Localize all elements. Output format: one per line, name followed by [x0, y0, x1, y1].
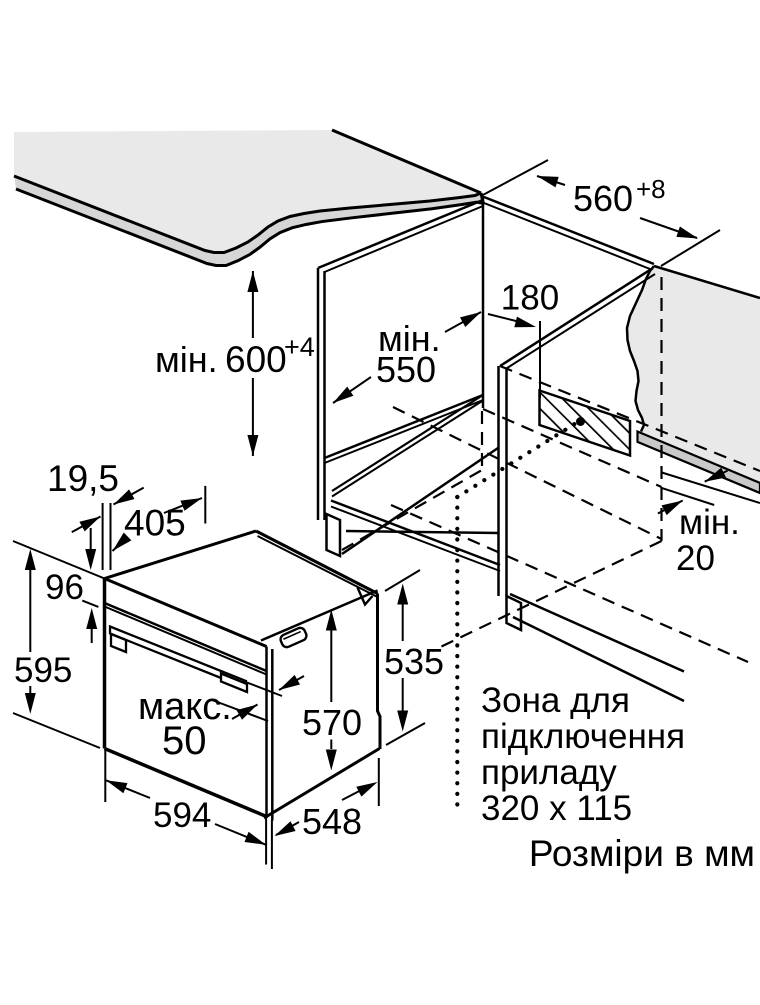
svg-text:550: 550	[376, 349, 436, 390]
svg-text:96: 96	[45, 568, 84, 607]
svg-text:Зона для: Зона для	[481, 681, 630, 720]
svg-text:підключення: підключення	[481, 717, 685, 756]
svg-text:600: 600	[225, 339, 287, 380]
svg-text:535: 535	[384, 641, 444, 682]
svg-text:19,5: 19,5	[47, 458, 119, 499]
svg-text:595: 595	[14, 651, 72, 690]
svg-text:Розміри в мм: Розміри в мм	[529, 833, 755, 874]
svg-text:560: 560	[573, 178, 633, 219]
svg-text:50: 50	[162, 719, 207, 763]
svg-text:приладу: приладу	[481, 753, 617, 792]
svg-text:594: 594	[153, 796, 211, 835]
svg-text:+4: +4	[284, 332, 315, 362]
svg-text:180: 180	[501, 279, 559, 318]
svg-text:+8: +8	[636, 174, 666, 204]
svg-text:мін.: мін.	[155, 339, 218, 380]
svg-text:320 х 115: 320 х 115	[481, 789, 632, 828]
svg-text:мін.: мін.	[679, 503, 740, 542]
svg-text:570: 570	[302, 702, 362, 743]
svg-text:макс.: макс.	[138, 686, 232, 728]
svg-text:20: 20	[676, 539, 715, 578]
svg-text:мін.: мін.	[378, 318, 441, 359]
svg-text:548: 548	[302, 801, 362, 842]
